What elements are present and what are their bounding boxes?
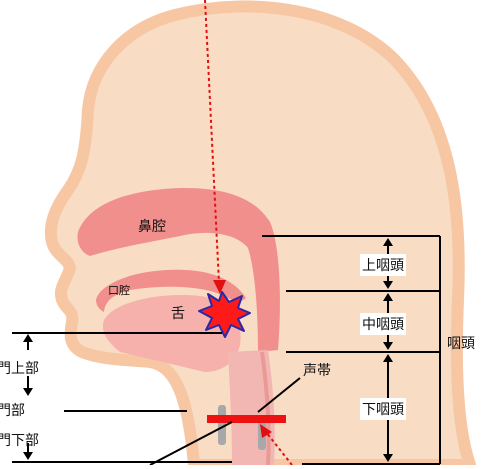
label-glottis-upper: 門上部 [0, 358, 39, 378]
label-hypopharynx: 下咽頭 [360, 398, 406, 420]
label-vocal-cords: 声帯 [303, 360, 331, 380]
vocal-cord-bar [207, 415, 286, 423]
label-glottis-lower: 門下部 [0, 430, 39, 450]
label-pharynx: 咽頭 [447, 333, 475, 353]
label-glottis: 門部 [0, 400, 25, 420]
label-epipharynx: 上咽頭 [360, 254, 406, 276]
label-tongue: 舌 [171, 303, 185, 323]
label-mesopharynx: 中咽頭 [360, 313, 406, 335]
label-oral-cavity: 口腔 [108, 282, 130, 298]
label-nasal-cavity: 鼻腔 [138, 216, 166, 236]
